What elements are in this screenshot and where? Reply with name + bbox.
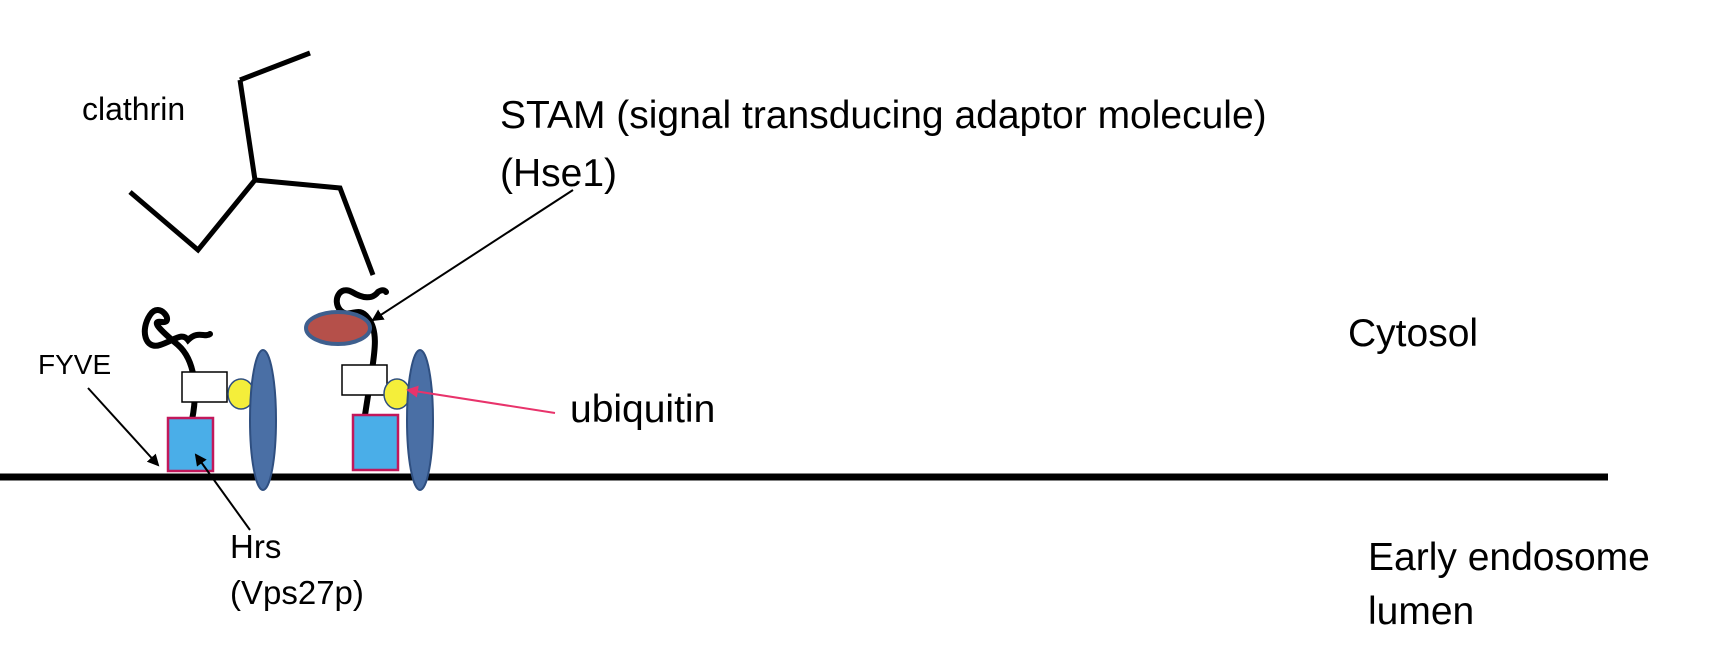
- stam-label-line1: STAM (signal transducing adaptor molecul…: [500, 94, 1267, 137]
- hrs-box-left: [166, 416, 215, 473]
- left-complex: [141, 307, 277, 491]
- lumen-label-line1: Early endosome: [1368, 536, 1650, 579]
- fyve-arrow: [87, 387, 160, 467]
- ubiquitin-label: ubiquitin: [570, 388, 715, 431]
- hrs-arrow: [194, 453, 251, 531]
- right-complex: [304, 287, 434, 491]
- hrs-tail-right: [333, 287, 389, 418]
- fyve-label: FYVE: [38, 349, 111, 380]
- ubiquitin-arrow: [406, 385, 556, 414]
- receptor-right: [406, 349, 434, 491]
- hrs-box-right: [351, 413, 400, 472]
- ubiquitin-right: [383, 378, 411, 410]
- stam-label-line2: (Hse1): [500, 152, 617, 195]
- stam-ellipse: [304, 310, 372, 346]
- hrs-tail-left: [141, 307, 213, 423]
- lumen-label-line2: lumen: [1368, 590, 1474, 633]
- fyve-box-right: [341, 364, 388, 396]
- fyve-box-left: [181, 371, 228, 403]
- clathrin-shape: [128, 50, 376, 276]
- hrs-label-line2: (Vps27p): [230, 574, 364, 611]
- stam-arrow: [371, 189, 574, 322]
- receptor-left: [249, 349, 277, 491]
- hrs-label-line1: Hrs: [230, 528, 281, 565]
- clathrin-label: clathrin: [82, 91, 185, 127]
- cytosol-label: Cytosol: [1348, 312, 1478, 355]
